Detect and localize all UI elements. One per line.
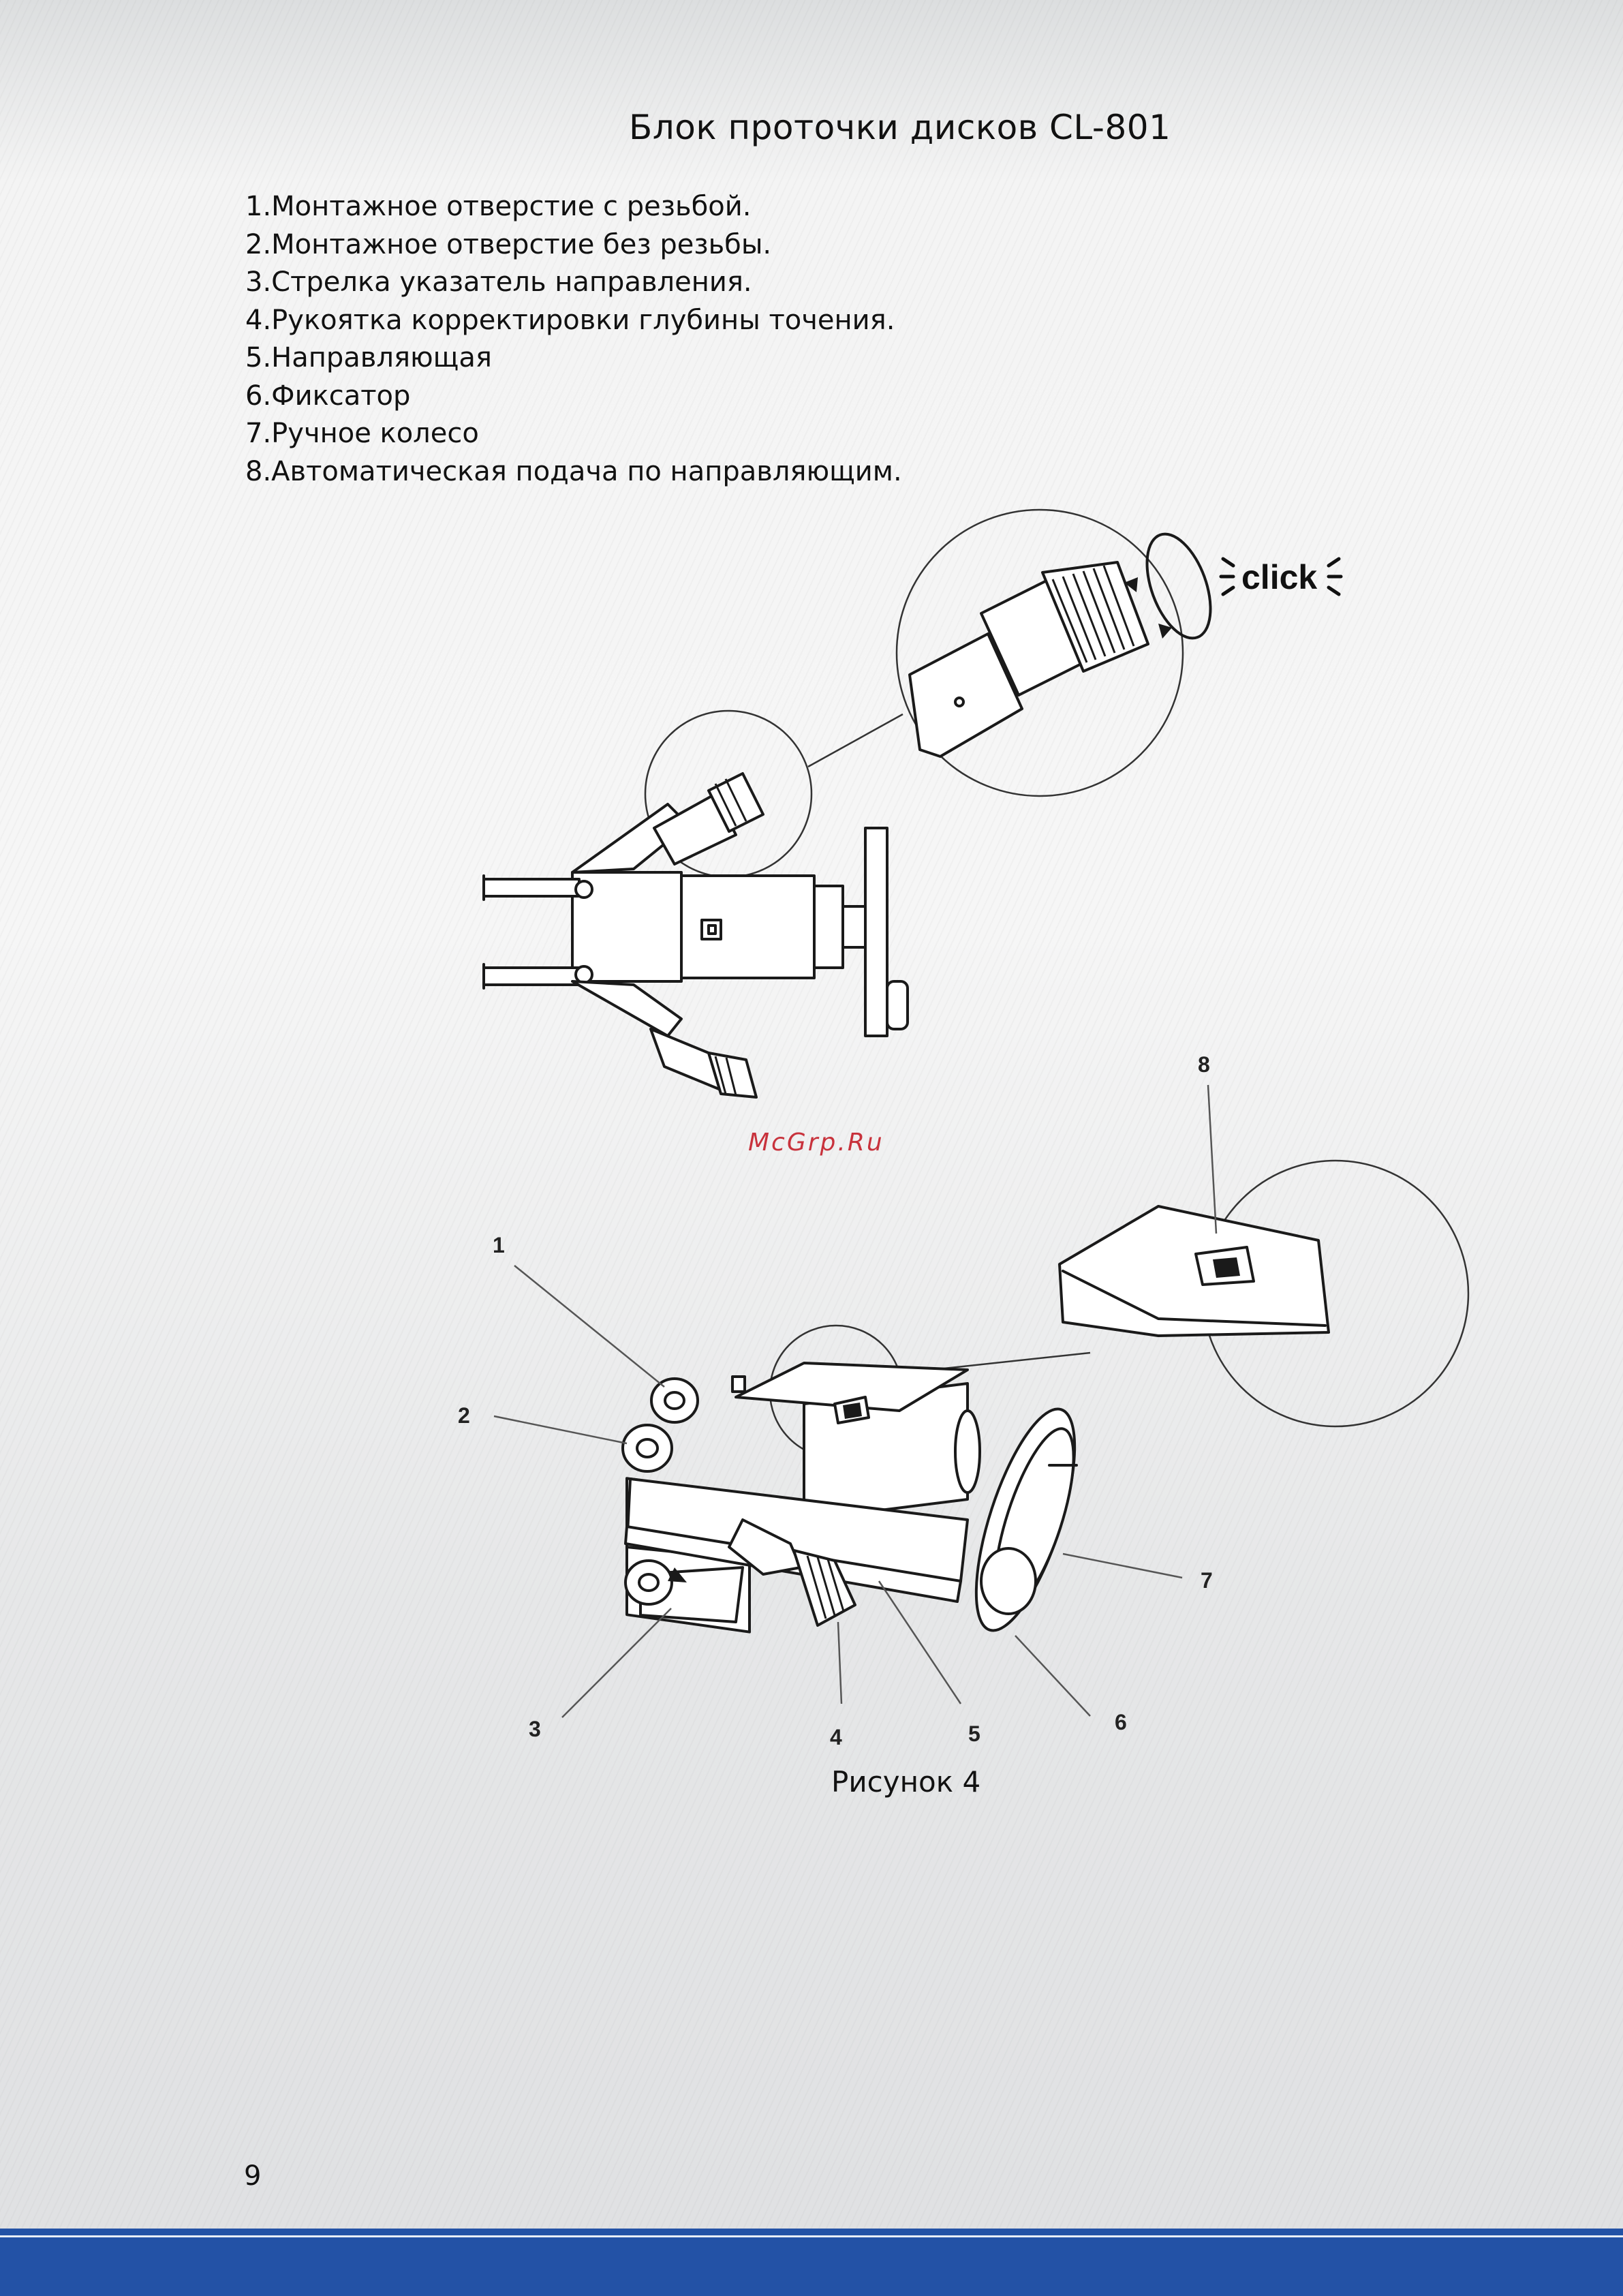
page-number: 9 [244, 2160, 261, 2192]
callout-6: 6 [1115, 1710, 1127, 1734]
callout-4: 4 [830, 1725, 842, 1749]
machine-isometric-view [623, 1363, 1095, 1641]
callout-8: 8 [1198, 1052, 1210, 1077]
callout-2: 2 [458, 1403, 470, 1428]
footer-bar [0, 2229, 1623, 2296]
enlarged-switch-drawing [1060, 1206, 1329, 1336]
figure-caption: Рисунок 4 [831, 1765, 980, 1798]
callout-3: 3 [529, 1717, 541, 1741]
callout-7: 7 [1201, 1568, 1213, 1593]
callout-5: 5 [968, 1721, 980, 1746]
callout-1: 1 [493, 1233, 505, 1257]
